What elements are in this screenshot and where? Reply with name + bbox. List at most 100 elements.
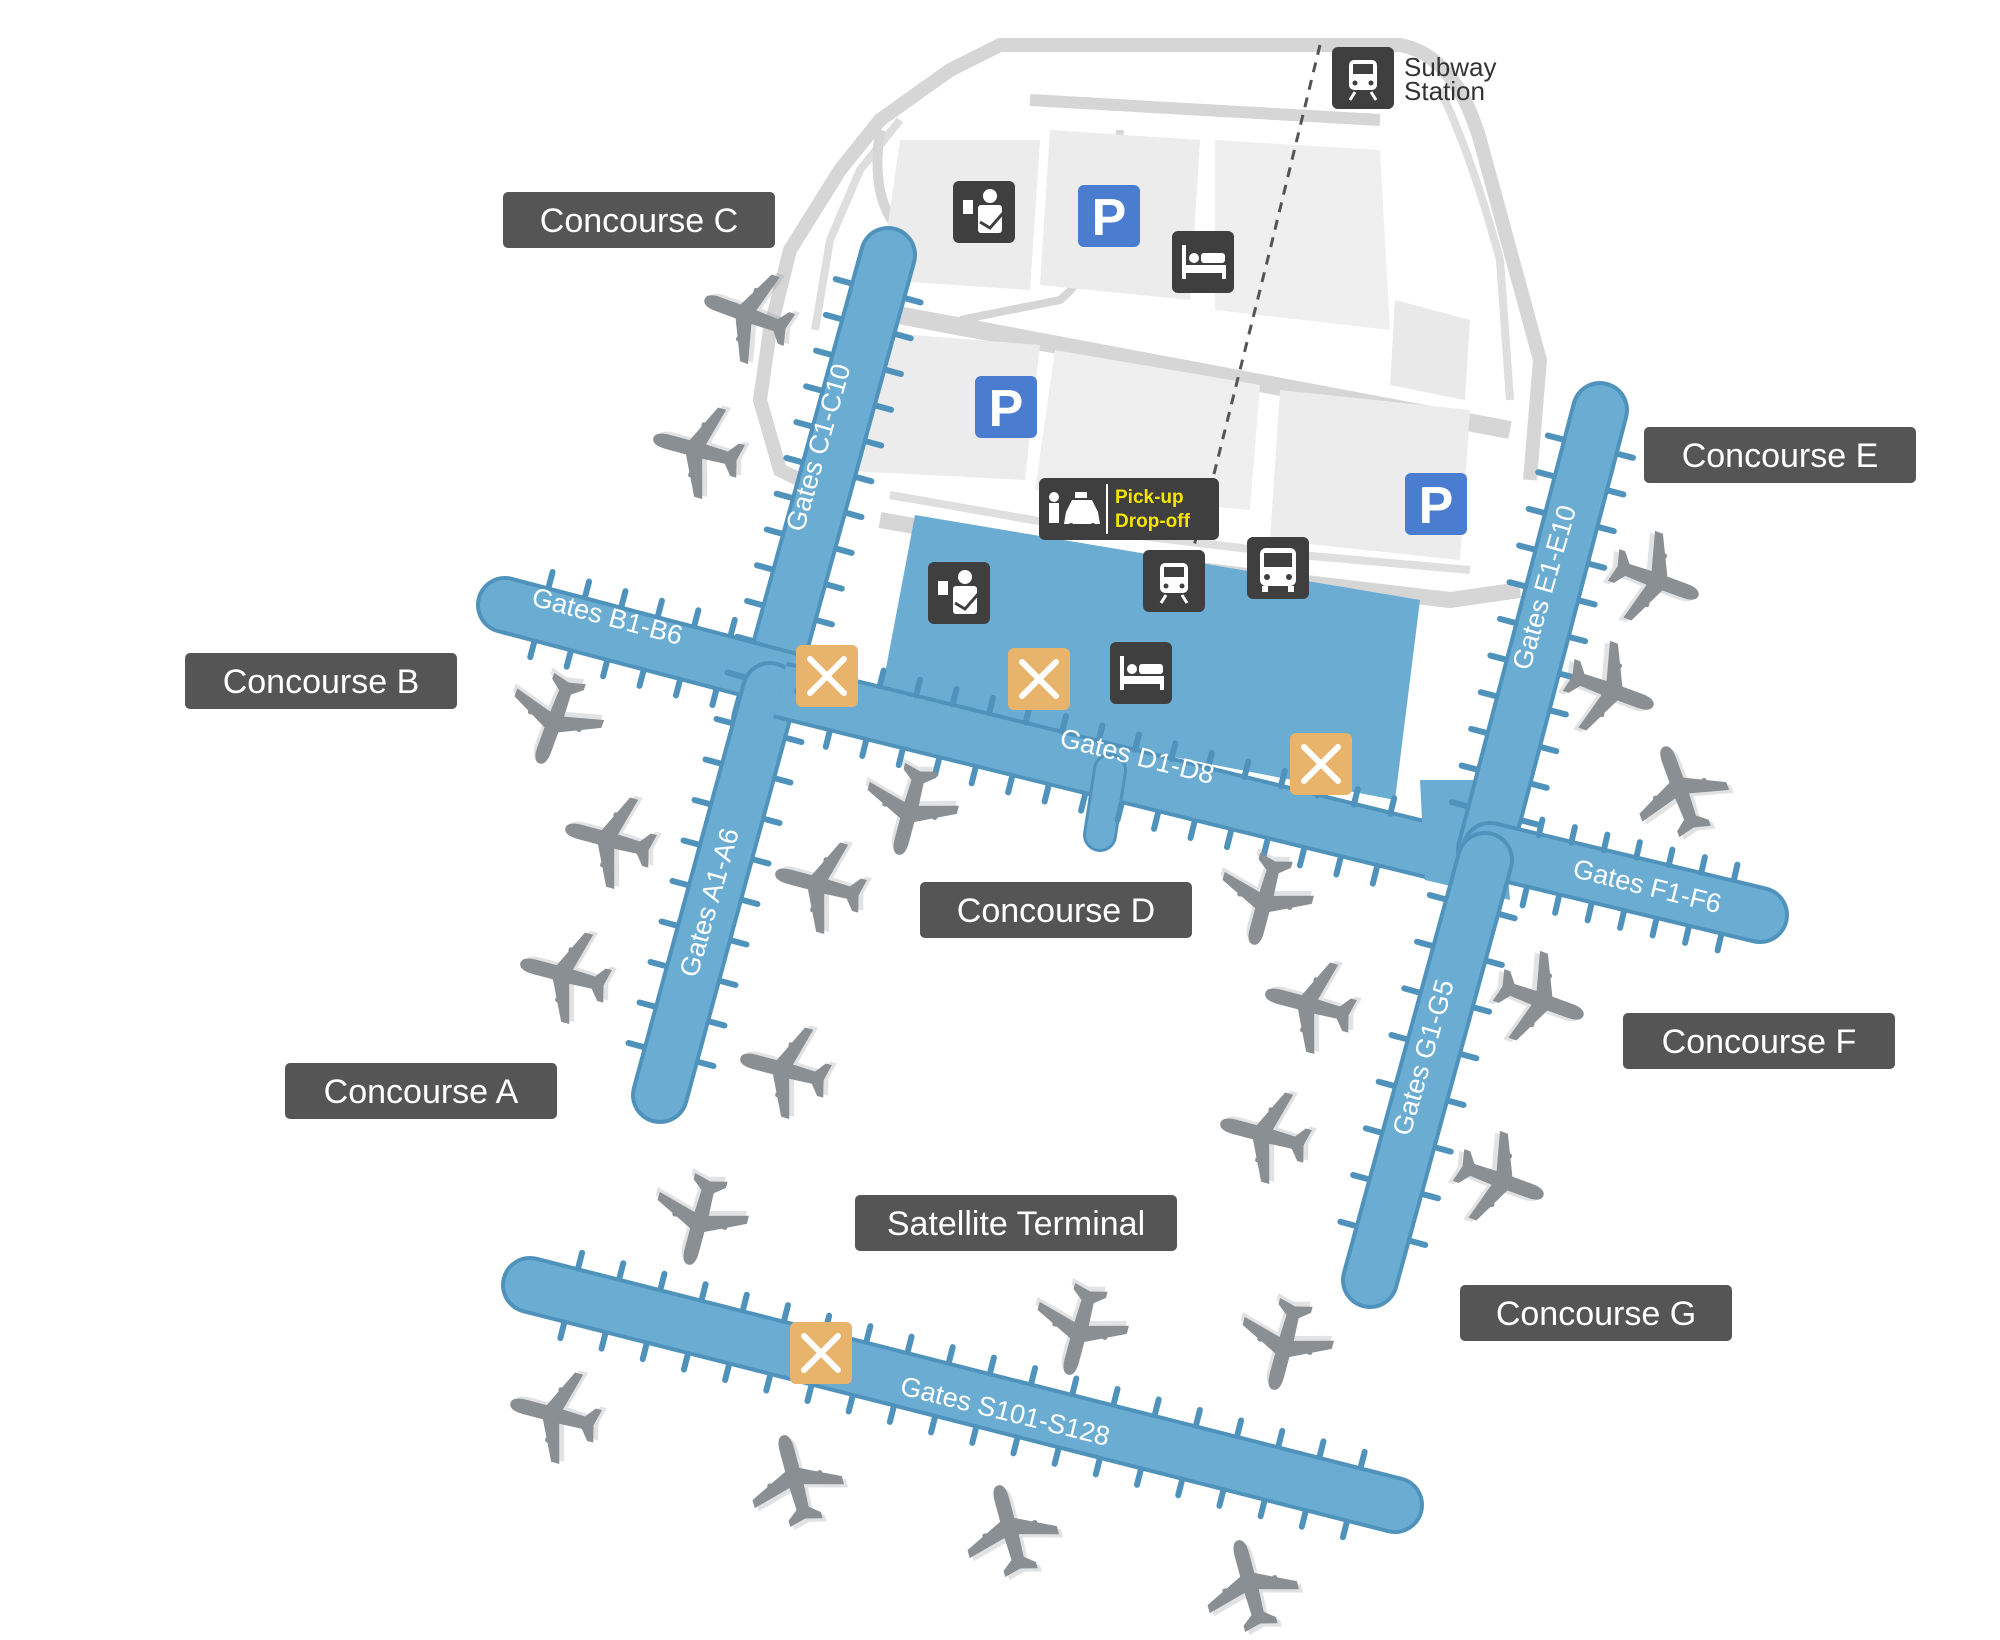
jetway bbox=[647, 958, 669, 970]
dining-icon[interactable] bbox=[796, 645, 858, 707]
jetway bbox=[1069, 1375, 1080, 1398]
jetway bbox=[1051, 1445, 1062, 1467]
concourse-d-label[interactable]: Concourse D bbox=[920, 882, 1192, 938]
parking-symbol: P bbox=[1419, 477, 1454, 535]
concourse-f-text: Concourse F bbox=[1662, 1023, 1857, 1061]
concourse-e-label[interactable]: Concourse E bbox=[1644, 427, 1916, 483]
hotel-icon[interactable] bbox=[1172, 231, 1234, 293]
jetway bbox=[691, 796, 713, 808]
jetway bbox=[1316, 1438, 1327, 1460]
jetway bbox=[1357, 1448, 1368, 1471]
plane-icon bbox=[1225, 1286, 1342, 1402]
jetway bbox=[1350, 786, 1361, 808]
jetway bbox=[600, 657, 611, 680]
jetway bbox=[1483, 957, 1505, 968]
jetway bbox=[1617, 909, 1627, 931]
parking-icon[interactable]: P bbox=[1405, 473, 1467, 535]
jetway bbox=[1470, 1004, 1493, 1015]
taxi-icon bbox=[1049, 492, 1100, 529]
jetway bbox=[1585, 560, 1608, 571]
dining-icon[interactable] bbox=[1290, 733, 1352, 795]
jetway bbox=[1010, 1434, 1021, 1457]
jetway bbox=[763, 1371, 774, 1394]
jetway bbox=[669, 877, 691, 889]
jetway bbox=[1234, 1417, 1245, 1439]
jetway bbox=[724, 669, 746, 680]
customs-icon[interactable] bbox=[953, 181, 1015, 243]
jetway bbox=[1277, 767, 1288, 790]
concourse-e-text: Concourse E bbox=[1682, 437, 1879, 475]
jetway bbox=[1192, 1406, 1203, 1429]
subway-label-line2: Station bbox=[1404, 76, 1485, 106]
plane-icon bbox=[738, 1423, 855, 1539]
jetway bbox=[804, 1382, 815, 1404]
jetway bbox=[636, 999, 658, 1010]
customs-icon[interactable] bbox=[928, 562, 990, 624]
jetway bbox=[753, 562, 776, 573]
parking-icon[interactable]: P bbox=[1078, 185, 1140, 247]
parking-icon[interactable]: P bbox=[975, 376, 1037, 438]
jetway bbox=[1005, 773, 1016, 796]
bus-icon[interactable] bbox=[1247, 537, 1309, 599]
jetway bbox=[1714, 931, 1725, 954]
jetway bbox=[1095, 722, 1106, 744]
jetway bbox=[928, 1413, 939, 1436]
jetway bbox=[1298, 1508, 1309, 1530]
dining-icon[interactable] bbox=[1008, 648, 1070, 710]
dropoff-text: Drop-off bbox=[1115, 511, 1191, 532]
jetway bbox=[932, 755, 943, 778]
jetway bbox=[1665, 846, 1676, 869]
jetway bbox=[852, 474, 875, 485]
jetway bbox=[1458, 762, 1481, 773]
subway-station-icon[interactable] bbox=[1332, 47, 1394, 109]
jetway bbox=[1552, 894, 1562, 916]
satellite-terminal-text: Satellite Terminal bbox=[887, 1205, 1145, 1243]
jetway bbox=[658, 918, 680, 929]
jetway bbox=[813, 347, 835, 358]
hotel-icon[interactable] bbox=[1110, 642, 1172, 704]
jetway bbox=[781, 1302, 791, 1324]
jetway bbox=[575, 1249, 586, 1272]
plane-icon bbox=[689, 253, 810, 375]
concourse-labels: Concourse C Concourse B Concourse A Conc… bbox=[185, 192, 1916, 1341]
train-icon[interactable] bbox=[1143, 550, 1205, 612]
concourse-c-text: Concourse C bbox=[540, 202, 738, 240]
jetway bbox=[744, 598, 766, 609]
concourse-g-text: Concourse G bbox=[1496, 1295, 1696, 1333]
jetway bbox=[1487, 652, 1509, 663]
jetway bbox=[1257, 1497, 1268, 1520]
plane-icon bbox=[553, 780, 669, 897]
jetway bbox=[772, 775, 794, 786]
jetway bbox=[1041, 782, 1052, 805]
jetway bbox=[1175, 1476, 1186, 1499]
jetway bbox=[949, 685, 960, 708]
plane-icon bbox=[508, 915, 624, 1032]
jetway bbox=[783, 734, 805, 746]
jetway bbox=[1432, 1144, 1454, 1155]
jetway bbox=[1516, 542, 1538, 553]
jetway bbox=[969, 1424, 980, 1446]
plane-icon bbox=[640, 1161, 757, 1277]
jetway bbox=[739, 896, 761, 908]
jetway bbox=[1333, 855, 1344, 878]
satellite-terminal-label[interactable]: Satellite Terminal bbox=[855, 1195, 1177, 1251]
jetway bbox=[761, 815, 783, 827]
jetway bbox=[709, 686, 720, 708]
jetway bbox=[727, 616, 738, 639]
concourse-f-label[interactable]: Concourse F bbox=[1623, 1013, 1895, 1069]
jetway bbox=[783, 454, 805, 466]
jetway bbox=[1114, 801, 1125, 823]
concourse-c-label[interactable]: Concourse C bbox=[503, 192, 775, 248]
concourse-a-text: Concourse A bbox=[324, 1073, 519, 1111]
pickup-dropoff-sign[interactable]: Pick-up Drop-off bbox=[1039, 478, 1219, 540]
concourse-a-label[interactable]: Concourse A bbox=[285, 1063, 557, 1119]
concourse-b-label[interactable]: Concourse B bbox=[185, 653, 457, 709]
jetway bbox=[672, 676, 684, 699]
jetway bbox=[625, 1039, 647, 1051]
plane-icon bbox=[493, 658, 615, 779]
dining-icon[interactable] bbox=[790, 1322, 852, 1384]
jetway bbox=[1187, 819, 1198, 841]
jetway bbox=[1369, 865, 1380, 887]
concourse-g-label[interactable]: Concourse G bbox=[1460, 1285, 1732, 1341]
